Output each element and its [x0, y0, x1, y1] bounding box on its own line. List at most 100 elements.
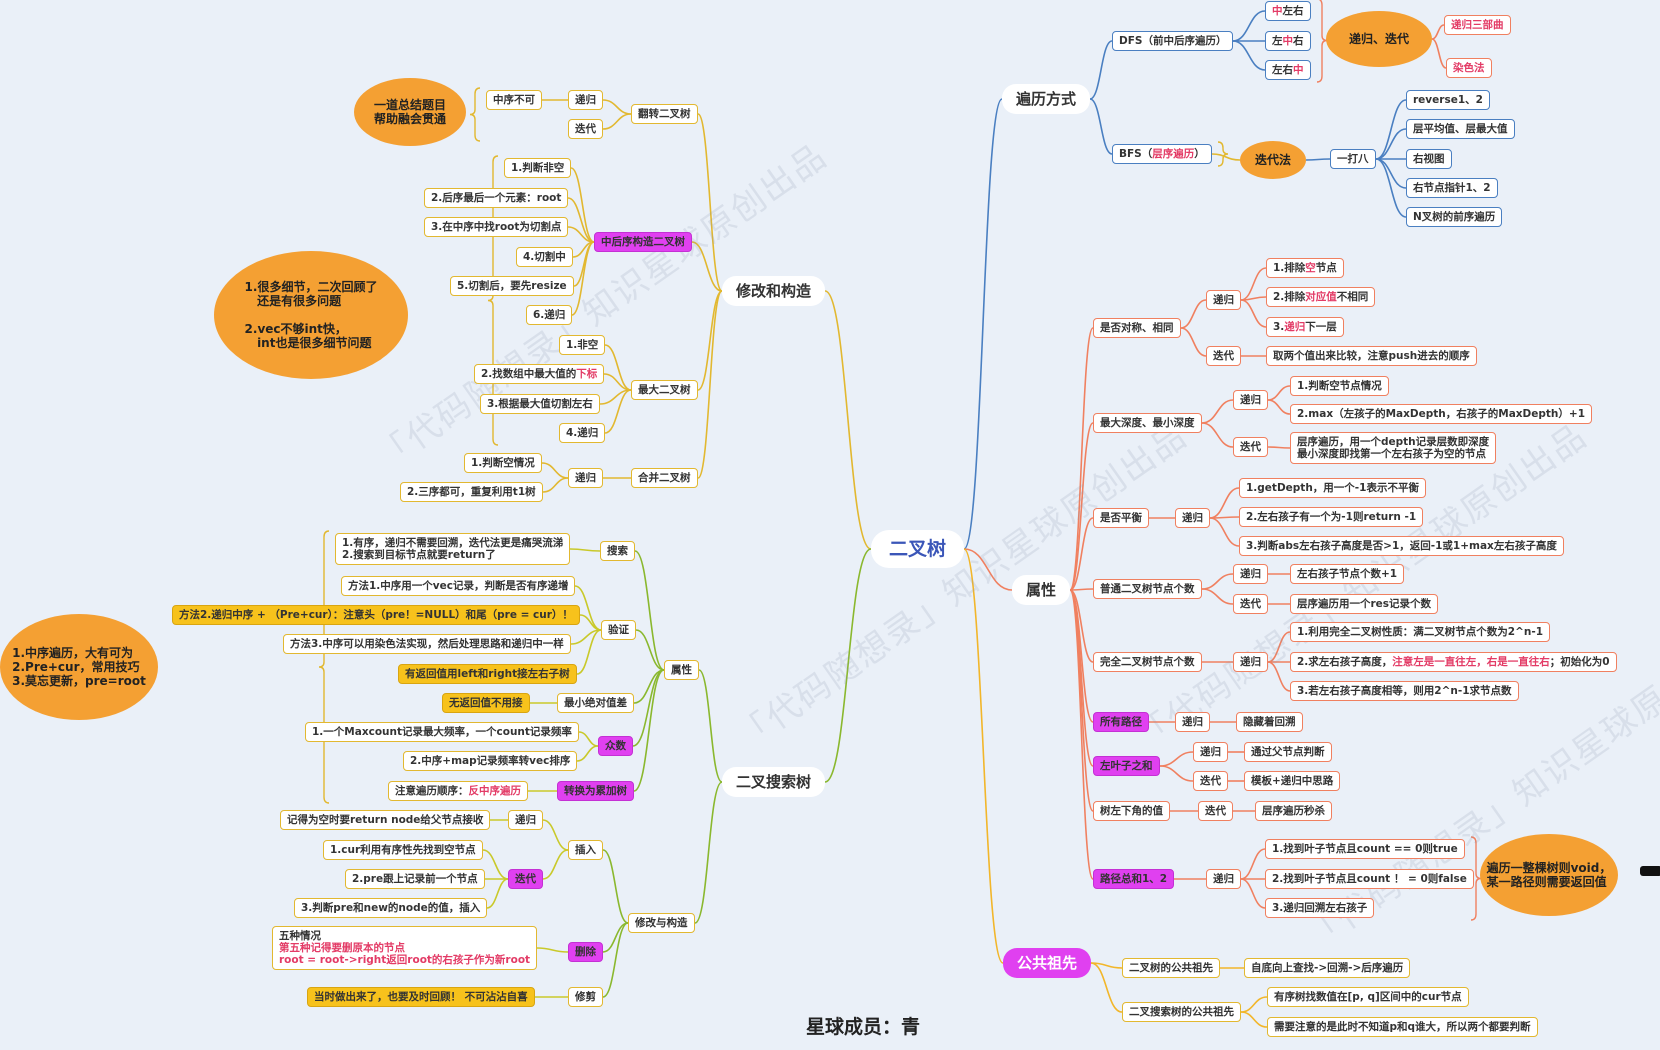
node-bal[interactable]: 是否平衡 — [1093, 508, 1149, 528]
node-minab1[interactable]: 无返回值不用接 — [442, 693, 530, 713]
node-bal-r2[interactable]: 2.左右孩子有一个为-1则return -1 — [1239, 507, 1424, 527]
node-dep[interactable]: 最大深度、最小深度 — [1093, 413, 1202, 433]
node-inv-r[interactable]: 递归 — [568, 90, 603, 110]
node-dep-r2[interactable]: 2.max（左孩子的MaxDepth，右孩子的MaxDepth）+1 — [1290, 404, 1593, 424]
node-lsum-r1[interactable]: 通过父节点判断 — [1244, 742, 1332, 762]
node-root[interactable]: 二叉树 — [871, 530, 965, 568]
node-mode[interactable]: 众数 — [598, 736, 633, 756]
node-cons6[interactable]: 6.递归 — [526, 305, 573, 325]
node-cnt-i1[interactable]: 层序遍历用一个res记录个数 — [1290, 594, 1439, 614]
node-lca2a[interactable]: 有序树找数值在[p, q]区间中的cur节点 — [1267, 987, 1469, 1007]
node-full[interactable]: 完全二叉树节点个数 — [1093, 652, 1202, 672]
node-dep-r[interactable]: 递归 — [1233, 390, 1268, 410]
node-path-r[interactable]: 递归 — [1175, 712, 1210, 732]
node-path-r1[interactable]: 隐藏着回溯 — [1236, 712, 1303, 732]
node-cons2[interactable]: 2.后序最后一个元素：root — [424, 188, 569, 208]
node-iterm[interactable]: 迭代法 — [1240, 141, 1306, 179]
node-prop[interactable]: 属性 — [1012, 575, 1071, 605]
node-ins-i2[interactable]: 2.pre跟上记录前一个节点 — [345, 869, 485, 889]
node-ins[interactable]: 插入 — [568, 840, 603, 860]
node-sym-r2[interactable]: 2.排除对应值不相同 — [1266, 287, 1376, 307]
node-blv-i1[interactable]: 层序遍历秒杀 — [1255, 801, 1332, 821]
node-vald3[interactable]: 方法3.中序可以用染色法实现，然后处理思路和递归中一样 — [283, 634, 571, 654]
node-cnt-i[interactable]: 迭代 — [1233, 594, 1268, 614]
node-psum-r2[interactable]: 2.找到叶子节点且count ！ = 0则false — [1265, 869, 1474, 889]
node-maxt[interactable]: 最大二叉树 — [631, 380, 698, 400]
node-mode1[interactable]: 1.一个Maxcount记录最大频率，一个count记录频率 — [305, 722, 579, 742]
node-lsum-i1[interactable]: 模板+递归中思路 — [1244, 771, 1341, 791]
node-psum-r3[interactable]: 3.递归回溯左右孩子 — [1265, 898, 1375, 918]
node-lsum[interactable]: 左叶子之和 — [1093, 756, 1160, 776]
node-sym[interactable]: 是否对称、相同 — [1093, 318, 1181, 338]
node-inv-r1[interactable]: 中序不可 — [486, 90, 542, 110]
node-bmod[interactable]: 修改与构造 — [628, 913, 695, 933]
node-ins-r1[interactable]: 记得为空时要return node给父节点接收 — [280, 810, 491, 830]
node-trim[interactable]: 修剪 — [568, 987, 603, 1007]
node-rec3[interactable]: 递归三部曲 — [1444, 15, 1511, 35]
node-d1[interactable]: 中左右 — [1265, 1, 1311, 21]
node-build[interactable]: 修改和构造 — [722, 276, 826, 306]
node-bfs[interactable]: BFS（层序遍历） — [1112, 144, 1212, 164]
node-d2[interactable]: 左中右 — [1265, 31, 1311, 51]
node-psum-r1[interactable]: 1.找到叶子节点且count == 0则true — [1265, 839, 1465, 859]
node-merge[interactable]: 合并二叉树 — [631, 468, 698, 488]
node-sym-i1[interactable]: 取两个值出来比较，注意push进去的顺序 — [1266, 346, 1477, 366]
node-cons3[interactable]: 3.在中序中找root为切割点 — [424, 217, 569, 237]
node-cnt[interactable]: 普通二叉树节点个数 — [1093, 579, 1202, 599]
node-srch[interactable]: 搜索 — [600, 541, 635, 561]
node-conv[interactable]: 转换为累加树 — [557, 781, 634, 801]
node-maxt3[interactable]: 3.根据最大值切割左右 — [480, 394, 600, 414]
node-b1[interactable]: reverse1、2 — [1406, 90, 1490, 110]
node-lca2[interactable]: 二叉搜索树的公共祖先 — [1122, 1002, 1241, 1022]
node-lca1[interactable]: 二叉树的公共祖先 — [1122, 958, 1220, 978]
node-lca2b[interactable]: 需要注意的是此时不知道p和q谁大，所以两个都要判断 — [1267, 1017, 1538, 1037]
node-blv[interactable]: 树左下角的值 — [1093, 801, 1170, 821]
node-lca1a[interactable]: 自底向上查找->回溯->后序遍历 — [1244, 958, 1411, 978]
node-conv1[interactable]: 注意遍历顺序：反中序遍历 — [388, 781, 528, 801]
node-full-r2[interactable]: 2.求左右孩子高度，注意左是一直往左，右是一直往右；初始化为0 — [1290, 652, 1617, 672]
node-cons5[interactable]: 5.切割后，要先resize — [450, 276, 574, 296]
node-trim1[interactable]: 当时做出来了，也要及时回顾！ 不可沾沾自喜 — [307, 987, 535, 1007]
node-cnt-r[interactable]: 递归 — [1233, 564, 1268, 584]
node-ins-i[interactable]: 迭代 — [508, 869, 543, 889]
node-del[interactable]: 删除 — [568, 942, 603, 962]
node-b5[interactable]: N叉树的前序遍历 — [1406, 207, 1503, 227]
node-sym-r1[interactable]: 1.排除空节点 — [1266, 258, 1344, 278]
node-psum-r[interactable]: 递归 — [1206, 869, 1241, 889]
node-mode2[interactable]: 2.中序+map记录频率转vec排序 — [403, 751, 578, 771]
node-full-r[interactable]: 递归 — [1233, 652, 1268, 672]
node-full-r3[interactable]: 3.若左右孩子高度相等，则用2^n-1求节点数 — [1290, 681, 1519, 701]
node-blv-i[interactable]: 迭代 — [1198, 801, 1233, 821]
node-bst-note[interactable]: 1.中序遍历，大有可为 2.Pre+cur，常用技巧 3.莫忘更新，pre=ro… — [0, 614, 158, 720]
node-maxt2[interactable]: 2.找数组中最大值的下标 — [474, 364, 605, 384]
node-b4[interactable]: 右节点指针1、2 — [1406, 178, 1498, 198]
node-color[interactable]: 染色法 — [1446, 58, 1492, 78]
node-bal-r3[interactable]: 3.判断abs左右孩子高度是否>1，返回-1或1+max左右孩子高度 — [1239, 536, 1564, 556]
node-psum[interactable]: 路径总和1、2 — [1093, 869, 1175, 889]
node-cons1[interactable]: 1.判断非空 — [504, 158, 572, 178]
node-sym-r3[interactable]: 3.递归下一层 — [1266, 317, 1344, 337]
node-vald4[interactable]: 有返回值用left和right接左右子树 — [398, 664, 577, 684]
node-maxt4[interactable]: 4.递归 — [559, 423, 606, 443]
node-cons4[interactable]: 4.切割中 — [516, 247, 573, 267]
node-inv-note[interactable]: 一道总结题目 帮助融会贯通 — [354, 78, 466, 146]
node-psum-note[interactable]: 遍历一整棵树则void， 某一路径则需要返回值 — [1480, 834, 1618, 916]
node-sym-r[interactable]: 递归 — [1206, 290, 1241, 310]
node-trav[interactable]: 遍历方式 — [1002, 84, 1091, 114]
node-vald1[interactable]: 方法1.中序用一个vec记录，判断是否有序递增 — [341, 576, 576, 596]
node-bal-r[interactable]: 递归 — [1175, 508, 1210, 528]
node-cnt-r1[interactable]: 左右孩子节点个数+1 — [1290, 564, 1405, 584]
node-lca[interactable]: 公共祖先 — [1003, 948, 1092, 978]
node-merge-r[interactable]: 递归 — [568, 468, 603, 488]
node-path[interactable]: 所有路径 — [1093, 712, 1149, 732]
node-del1[interactable]: 五种情况 第五种记得要删原本的节点 root = root->right返回ro… — [272, 926, 538, 970]
node-inv[interactable]: 翻转二叉树 — [631, 104, 698, 124]
node-vald[interactable]: 验证 — [601, 620, 636, 640]
node-dfs[interactable]: DFS（前中后序遍历） — [1112, 31, 1234, 51]
scroll-handle[interactable] — [1640, 866, 1660, 876]
node-b2[interactable]: 层平均值、层最大值 — [1406, 119, 1515, 139]
node-maxt1[interactable]: 1.非空 — [559, 335, 606, 355]
node-sym-i[interactable]: 迭代 — [1206, 346, 1241, 366]
node-bal-r1[interactable]: 1.getDepth，用一个-1表示不平衡 — [1239, 478, 1426, 498]
node-dep-i[interactable]: 迭代 — [1233, 437, 1268, 457]
